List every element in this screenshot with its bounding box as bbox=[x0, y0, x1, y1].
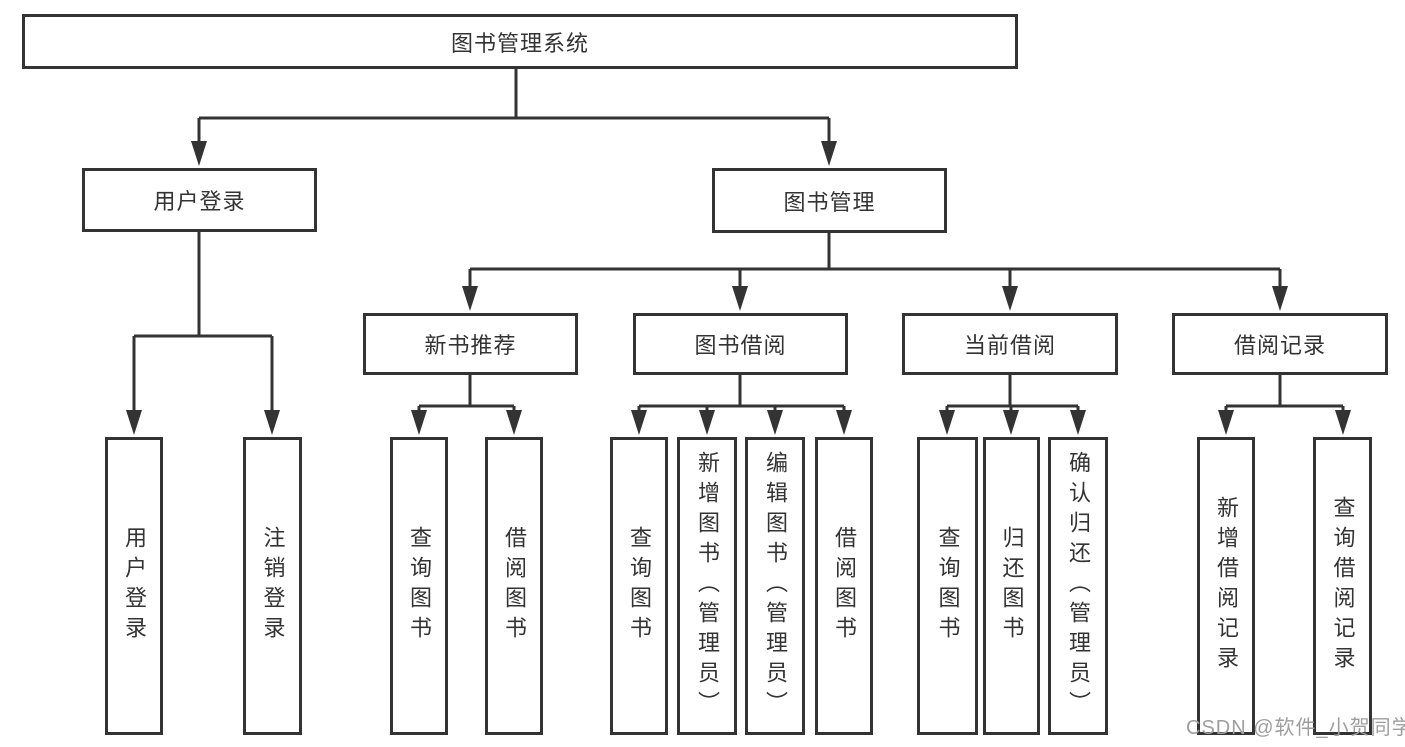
node-query-books-borrowing: 查询图书 bbox=[610, 437, 668, 735]
arrowhead-icon bbox=[821, 141, 837, 166]
node-label: 查询图书 bbox=[407, 526, 432, 646]
node-label: 图书借阅 bbox=[694, 333, 787, 358]
arrowhead-icon bbox=[1272, 286, 1288, 311]
node-label: 查询借阅记录 bbox=[1330, 496, 1356, 676]
arrowhead-icon bbox=[1070, 410, 1086, 435]
node-label: 用户登录 bbox=[153, 189, 246, 214]
arrowhead-icon bbox=[1218, 410, 1234, 435]
node-borrowing-records: 借阅记录 bbox=[1172, 313, 1388, 375]
arrowhead-icon bbox=[1002, 286, 1018, 311]
node-label: 借阅图书 bbox=[832, 526, 857, 646]
node-label: 注销登录 bbox=[260, 526, 286, 646]
node-borrow-books-recommend: 借阅图书 bbox=[485, 437, 543, 735]
node-add-books-admin: 新增图书（管理员） bbox=[677, 437, 737, 735]
node-label: 归还图书 bbox=[999, 526, 1025, 646]
node-borrow-books-leaf: 借阅图书 bbox=[815, 437, 873, 735]
arrowhead-icon bbox=[462, 286, 478, 311]
arrowhead-icon bbox=[126, 410, 142, 435]
node-user-login-leaf: 用户登录 bbox=[105, 437, 163, 735]
node-confirm-return-admin: 确认归还（管理员） bbox=[1048, 437, 1108, 735]
node-label: 确认归还（管理员） bbox=[1066, 451, 1091, 721]
node-logout-leaf: 注销登录 bbox=[243, 437, 302, 735]
node-label: 图书管理系统 bbox=[450, 30, 589, 56]
node-new-book-recommendation: 新书推荐 bbox=[363, 313, 578, 375]
node-label: 当前借阅 bbox=[963, 333, 1056, 358]
arrowhead-icon bbox=[767, 410, 783, 435]
node-label: 借阅图书 bbox=[502, 526, 527, 646]
node-add-borrow-record: 新增借阅记录 bbox=[1197, 437, 1255, 735]
node-return-books: 归还图书 bbox=[983, 437, 1040, 735]
node-query-borrow-record: 查询借阅记录 bbox=[1313, 437, 1372, 735]
node-label: 用户登录 bbox=[122, 526, 147, 646]
node-library-system: 图书管理系统 bbox=[22, 14, 1018, 69]
node-label: 编辑图书（管理员） bbox=[763, 451, 788, 721]
node-label: 查询图书 bbox=[627, 526, 652, 646]
arrowhead-icon bbox=[631, 410, 647, 435]
arrowhead-icon bbox=[836, 410, 852, 435]
node-label: 新增借阅记录 bbox=[1214, 496, 1239, 676]
node-query-books-current: 查询图书 bbox=[917, 437, 978, 735]
arrowhead-icon bbox=[506, 410, 522, 435]
arrowhead-icon bbox=[411, 410, 427, 435]
node-label: 新增图书（管理员） bbox=[695, 451, 720, 721]
node-book-management: 图书管理 bbox=[712, 168, 947, 233]
node-query-books-recommend: 查询图书 bbox=[390, 437, 448, 735]
arrowhead-icon bbox=[699, 410, 715, 435]
node-user-login: 用户登录 bbox=[82, 168, 317, 232]
node-current-borrowing: 当前借阅 bbox=[902, 313, 1118, 375]
node-label: 图书管理 bbox=[783, 189, 876, 215]
node-label: 新书推荐 bbox=[424, 333, 517, 358]
node-label: 查询图书 bbox=[935, 526, 961, 646]
node-edit-books-admin: 编辑图书（管理员） bbox=[745, 437, 805, 735]
arrowhead-icon bbox=[1003, 410, 1019, 435]
node-label: 借阅记录 bbox=[1233, 333, 1326, 358]
node-book-borrowing: 图书借阅 bbox=[633, 313, 848, 375]
arrowhead-icon bbox=[732, 286, 748, 311]
watermark: CSDN @软件_小贺同学 bbox=[1186, 717, 1405, 739]
arrowhead-icon bbox=[191, 141, 207, 166]
arrowhead-icon bbox=[264, 410, 280, 435]
arrowhead-icon bbox=[939, 410, 955, 435]
arrowhead-icon bbox=[1335, 410, 1351, 435]
